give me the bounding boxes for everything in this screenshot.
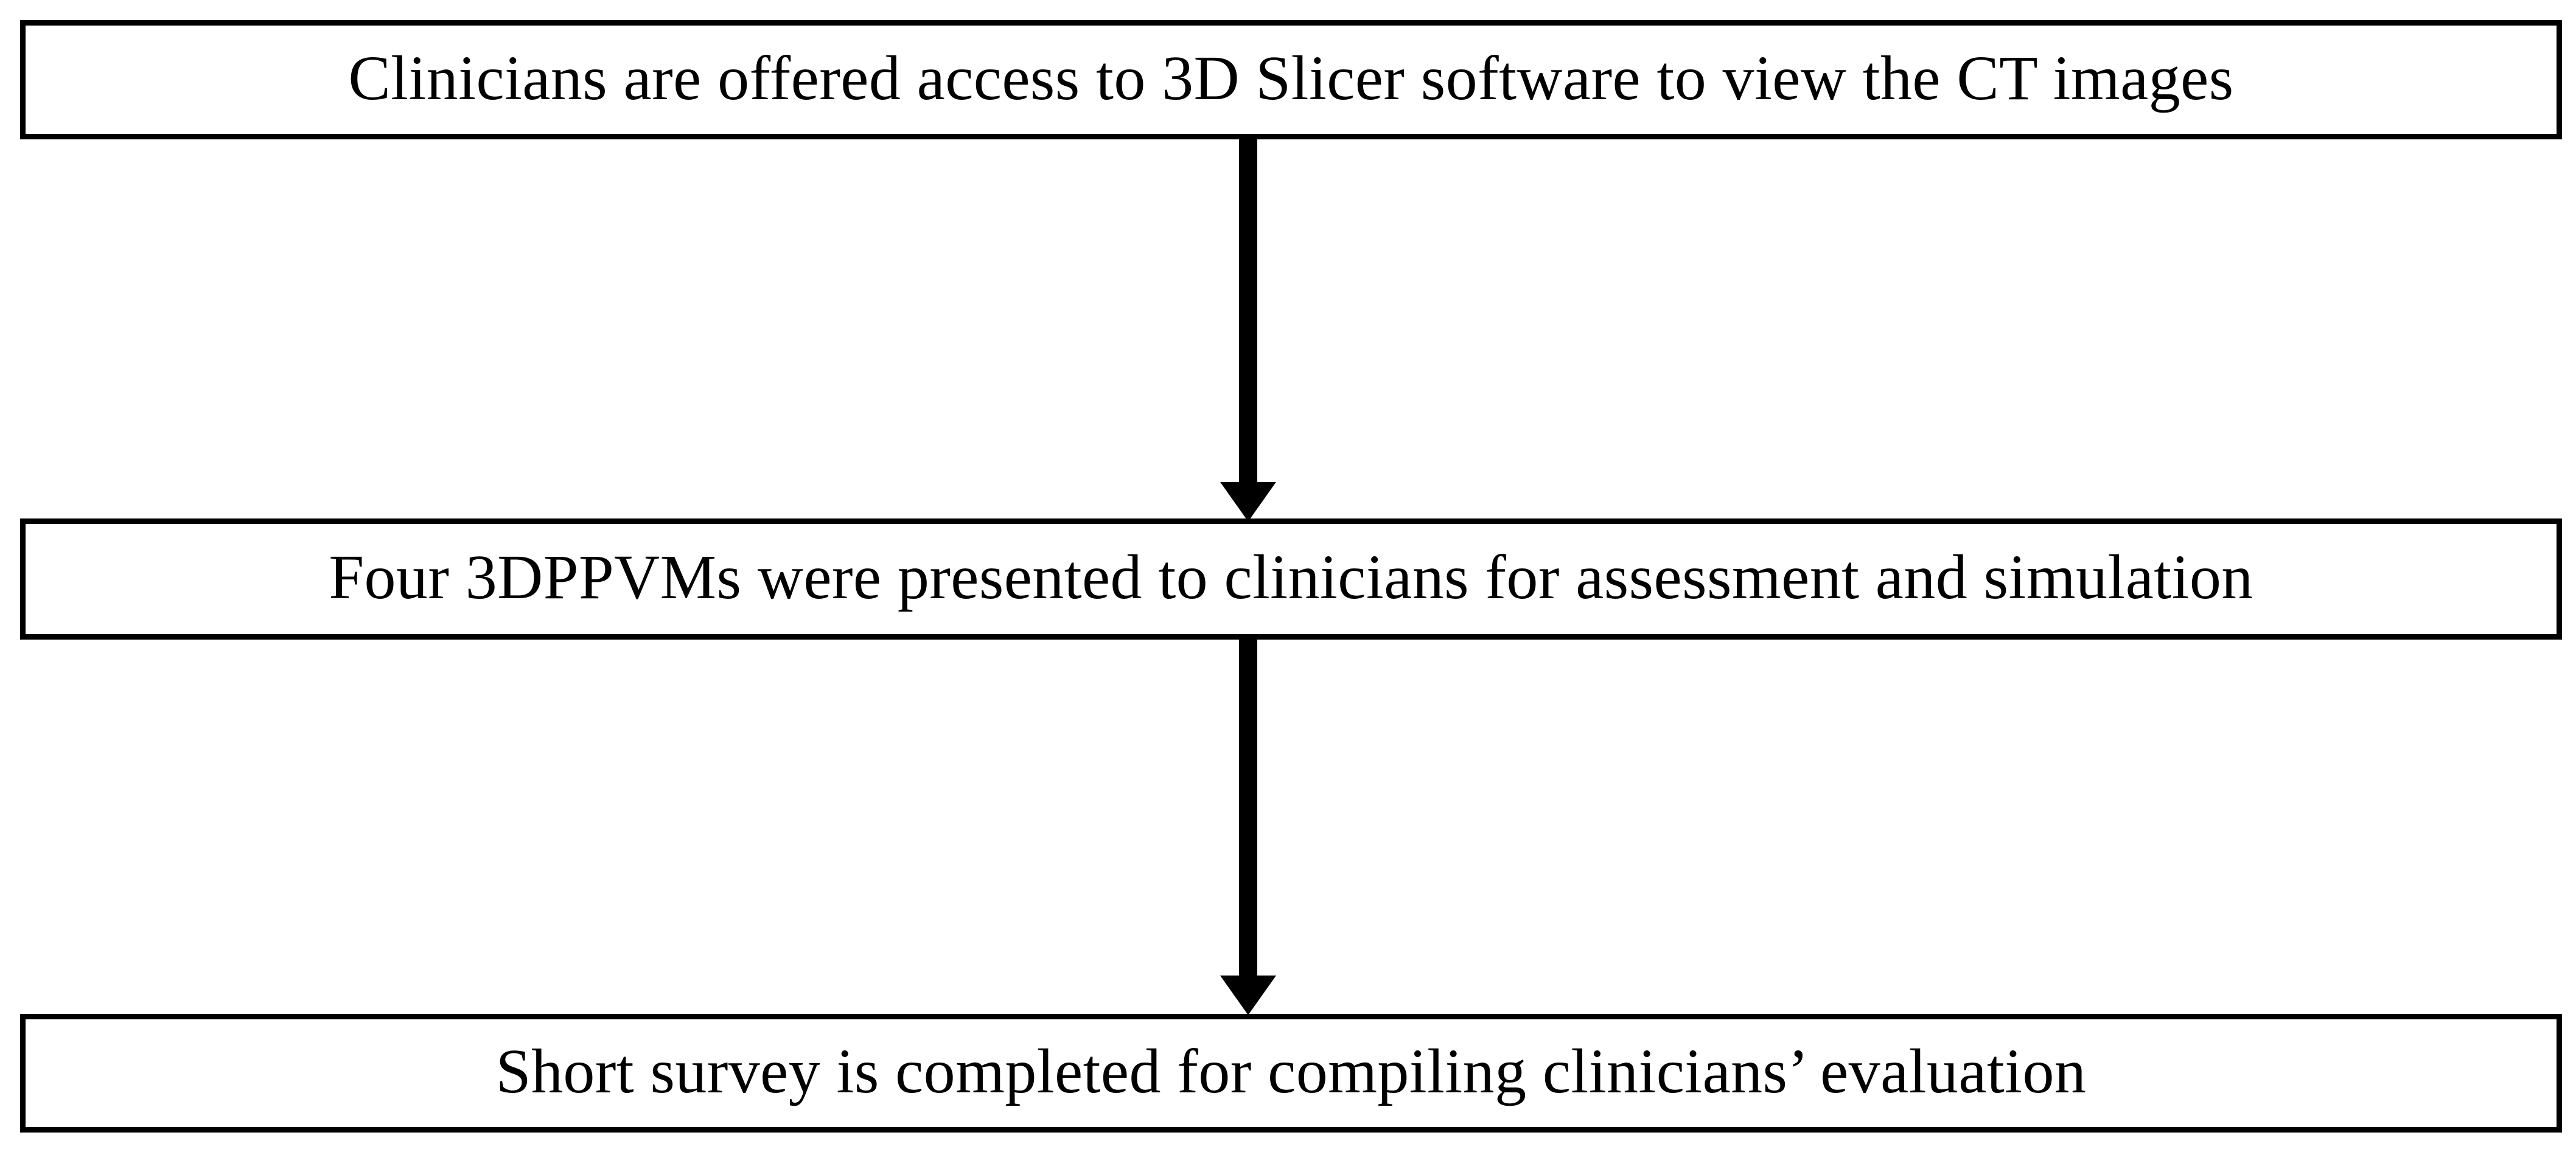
- flow-node-step-3-label: Short survey is completed for compiling …: [495, 1036, 2087, 1107]
- flow-node-step-1: Clinicians are offered access to 3D Slic…: [20, 20, 2562, 139]
- flow-node-step-2: Four 3DPPVMs were presented to clinician…: [20, 518, 2562, 640]
- flow-node-step-2-label: Four 3DPPVMs were presented to clinician…: [329, 542, 2253, 613]
- flow-node-step-3: Short survey is completed for compiling …: [20, 1014, 2562, 1133]
- flow-node-step-1-label: Clinicians are offered access to 3D Slic…: [348, 43, 2234, 113]
- down-arrow-icon-connector-2: [1220, 637, 1276, 1015]
- down-arrow-icon-connector-1: [1220, 137, 1276, 522]
